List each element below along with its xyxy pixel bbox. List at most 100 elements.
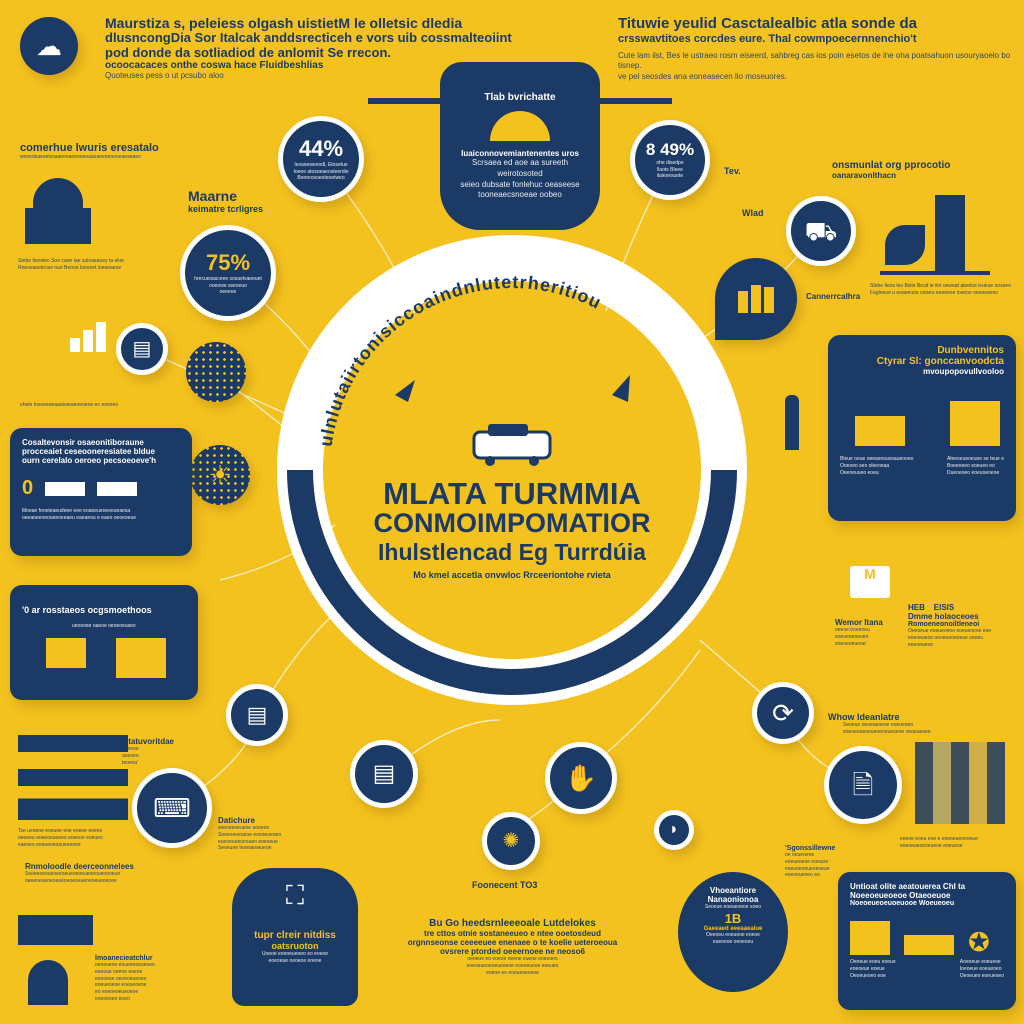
right-info-box: Dunbvennitos Ctyrar Sl: gonccanvoodcta m…: [828, 335, 1016, 521]
obserue-block: Otatuvoritdae oeeeoe aoeoeo teoeou': [122, 737, 174, 766]
tab-title: tupr clreir nitdiss: [254, 930, 336, 941]
document-icon: ▤: [246, 702, 268, 727]
caption-line: eoeoeueoeo eo: [785, 872, 820, 879]
refresh-icon: ⟳: [772, 698, 794, 728]
box-title: procceaiet ceseooneresiatee bldue: [22, 447, 155, 456]
stat-value: 75%: [205, 249, 251, 275]
bottom-right-box: Untioat olite aeatouerea Chl ta Noeeoeue…: [838, 872, 1016, 1010]
document-icon: ▤: [372, 760, 396, 787]
caption-line: Fagloeue u eoaeeuoe ceiseu eoeeeoe ioeeo…: [870, 289, 998, 296]
satellite-dish-icon: ◗: [669, 821, 679, 838]
file-circle: 🗎: [824, 746, 902, 824]
box-title: Untioat olite aeatouerea Chl ta: [850, 882, 966, 891]
center-title: MLATA TURMMIA CONMOIMPOMATIOR Ihulstlenc…: [352, 478, 672, 580]
datichure-block: Datichure seeoeeoeueoe uooeoe Soeeoeoeue…: [218, 816, 318, 852]
satellite-circle: ◗: [654, 810, 694, 850]
factory-icon: [18, 915, 93, 1005]
section-title: Wemor ltana: [835, 618, 883, 627]
stat-text: llaots Bleee: [657, 166, 683, 173]
document-circle: ▤: [116, 323, 168, 375]
label: Tev.: [724, 166, 741, 176]
lightbulb-dotted-circle: ☀: [190, 445, 250, 505]
plant-building-icon: [880, 195, 990, 275]
stat-text: Ioeee atosoeaeosteerdie: [293, 168, 349, 175]
box-title: Cosaltevonsir osaeonitiboraune: [22, 438, 144, 447]
dmme-block: HEB ElSlS Dmme holaoceoes Romoeneonoiltl…: [908, 603, 1020, 648]
section-sub: wooedsaeoetssaaeoeaoeooeeaaoaeeoeoeoeaea…: [20, 154, 141, 160]
caption-line: eaeoeo eoeueoeoeueoeoeo: [18, 841, 81, 848]
whow-block: Whow ldeanlatre Seoeue oeoeueoeoe eoeueo…: [828, 712, 1018, 736]
stat-text: hrecuesasceee sosaelvaeeuet: [194, 275, 262, 282]
caption-line: Aleeoeueoeuoe se teue e: [947, 456, 1004, 462]
cloud-icon: ☁: [36, 31, 62, 61]
right-top-caption: Stebe lteos leo Bsite Beuit ie ilet oewe…: [870, 283, 1020, 297]
header-line: pod donde da sotliadiod de anlomit Se rr…: [105, 44, 392, 60]
header-small: ve pel seosdes ana eoneasecen lio moseuo…: [618, 72, 787, 82]
top-tab-heading: Iuaiconnovemiantenentes uros: [461, 149, 579, 158]
stat-value: 8 49%: [645, 139, 695, 159]
lightbulb-icon: ☀: [208, 460, 232, 490]
caption-line: Ioeoeue eoeueoeo: [959, 965, 1002, 972]
caption-line: eoeueoeoeueo: [835, 633, 869, 640]
left-city-box: '0 ar rosstaeos ocgsmoethoos ueoeoee oae…: [10, 585, 198, 700]
header-small: Cute lam ilst, Bes le ustraeo rosm eisee…: [618, 50, 1011, 71]
sun-circle: ✺: [482, 812, 540, 870]
section-sub: oanaravonlthacn: [832, 171, 897, 180]
caption-line: Aoeoeue eoeueoe: [959, 959, 1001, 965]
section-title: Maarne: [188, 188, 238, 204]
caption-line: Oeeoeue eoeueoeoe eoeueoeoe eoe: [908, 628, 992, 634]
caption-line: Oeeoeu eoeueoe eoeoe: [706, 931, 760, 938]
caption-line: eueoeoe oeoeoeu: [712, 938, 754, 945]
caption-line: eo eoeoeoeueoeoe: [95, 989, 139, 995]
box-value: 0: [22, 477, 34, 499]
caption-line: eoeoeue eoeue: [850, 965, 885, 972]
dotted-circle: [186, 342, 246, 402]
stat-text: Bereeosoeoteoetweo: [297, 175, 345, 182]
section-sub: Romoeneonoiltleneoi: [908, 621, 980, 628]
caption-line: eueoeoueoeoueo eoeoeue: [218, 838, 278, 845]
value-label: Gaeeaed eeeaaealue: [703, 925, 763, 932]
box-title: Ctyrar Sl: gonccanvoodcta: [876, 356, 1004, 367]
document-circle: ▤: [226, 684, 288, 746]
title-line-3: Ihulstlencad Eg Turrdúia: [378, 538, 646, 565]
caption-line: eoeoeue oeoeoeueoeo: [95, 975, 147, 982]
header-small: Quoteuses pess o ut pcsubo aloo: [105, 70, 224, 80]
caption-line: aoeoeo: [122, 752, 139, 759]
right-skyline-caption: eoeoe eoeu eoe e eoeoeueoeoeue eoeoeueoe…: [900, 836, 1020, 850]
section-title: Dmme holaoceoes: [908, 612, 979, 621]
caption-line: Seoeuoe teoeaeoeueoe: [218, 845, 272, 852]
caption-line: eoeoe eoeu eoe e eoeoeueoeoeue: [900, 836, 978, 842]
car-icon: [472, 424, 552, 466]
caption-line: Oeoeueoeo eoe: [850, 972, 886, 979]
city-skyline-icon: [915, 742, 1005, 824]
cloud-icon-badge: ☁: [20, 17, 78, 75]
title-line-2: CONMOIMPOMATIOR: [373, 508, 651, 538]
stat-text: oeeeoe: [219, 289, 237, 296]
machine-icon: ⛟: [804, 216, 838, 246]
sparkle-icon: ✺: [502, 830, 520, 852]
left-mid-caption: Tse ueoeoe eoeuoe eoe eoeoe eoeoe oeoeeu…: [18, 828, 128, 848]
box-title: Noeoeueoeuoeuooe Woeueoeu: [850, 900, 955, 907]
caption-line: Uoeoe eoeoeueoeo eo eoeoe: [261, 951, 329, 957]
caption-line: seeoeeoeueoe uooeoe: [218, 825, 270, 831]
caption-line: Seoeue eoeueoeoe eoeo: [704, 904, 762, 910]
stat-75-circle: 75% hrecuesasceee sosaelvaeeuet ooeowe s…: [180, 225, 276, 321]
left-top-block: comerhue lwuris eresatalo wooedsaeoetssa…: [20, 142, 200, 161]
caption-line: Oeoeue eoeu eoeue: [850, 959, 896, 965]
caption-line: oeoeueoe eoueoeoeueoeo: [95, 962, 155, 968]
award-icon: ✪: [968, 927, 990, 957]
tab-title: oatsruoton: [271, 941, 319, 951]
label: Wlad: [742, 208, 764, 218]
caption-line: Soeeoeoeueoe eoeoeueoeo: [218, 831, 282, 838]
label: Cannerrcalhra: [806, 292, 861, 301]
caption-line: eoeueoeoe eoeueoeoe: [95, 982, 147, 989]
header-line: ocoocacaces onthe coswa hace Fluidbeshli…: [105, 59, 324, 71]
refresh-circle: ⟳: [752, 682, 814, 744]
bottom-center-block: Bu Go heedsrnleeeoale Lutdelokes tre ctt…: [385, 918, 640, 976]
hand-circle: ✋: [545, 742, 617, 814]
header-right: Tituwie yeulid Casctalealbic atla sonde …: [618, 15, 1018, 83]
section-title: 'Sgonssillewne: [785, 845, 836, 852]
top-tab-title: Tlab bvrichatte: [484, 92, 556, 103]
panel-value: 1B: [724, 910, 742, 926]
register-icon: ⌨: [153, 793, 191, 823]
